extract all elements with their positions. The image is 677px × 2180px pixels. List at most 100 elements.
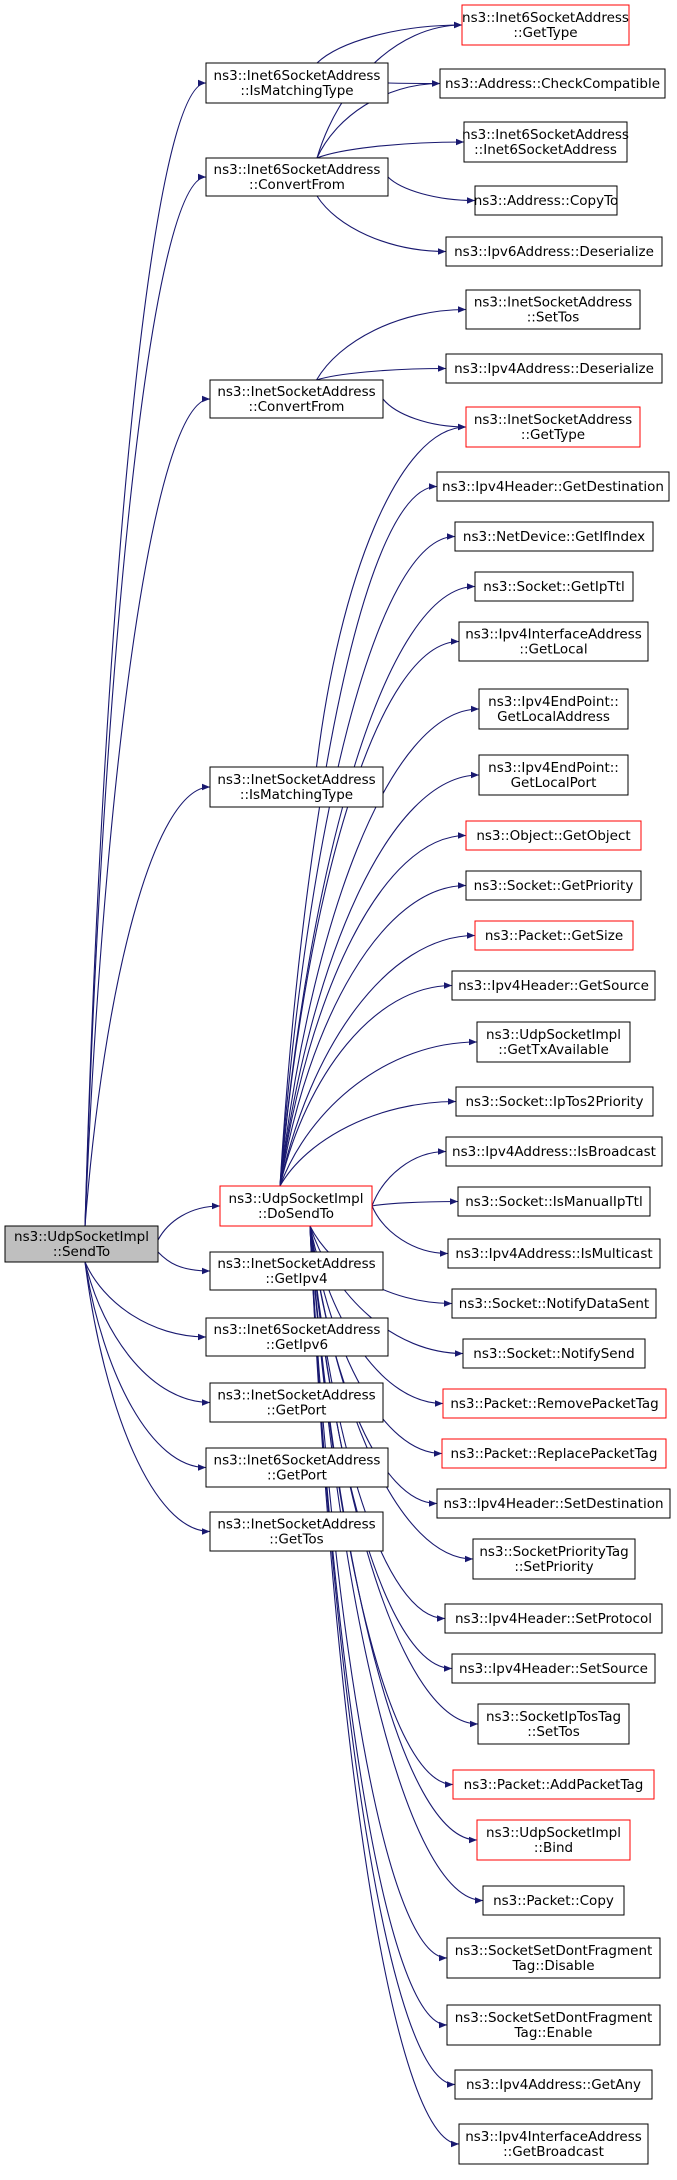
node-label-line: ns3::Inet6SocketAddress xyxy=(214,1453,381,1469)
node-label-line: ns3::Inet6SocketAddress xyxy=(462,10,629,26)
edge-send-to-to-i4-get-ipv4 xyxy=(157,1251,211,1275)
node-box xyxy=(478,754,629,796)
node-i6-conv: ns3::Inet6SocketAddress::ConvertFrom xyxy=(205,157,389,197)
node-if-addr-get-local: ns3::Ipv4InterfaceAddress::GetLocal xyxy=(458,621,649,662)
node-label-line: ns3::Address::CheckCompatible xyxy=(445,76,660,92)
node-label-line: ns3::Socket::GetIpTtl xyxy=(483,579,624,595)
edge-send-to-to-i6-match-t xyxy=(84,79,207,1227)
node-label-line: ns3::SocketIpTosTag xyxy=(486,1709,621,1725)
node-label-line: ns3::Socket::NotifySend xyxy=(473,1346,634,1362)
node-box xyxy=(446,2004,661,2046)
edge-do-send-to-to-ep-get-local-port xyxy=(279,771,480,1187)
edge-i6-conv-to-addr-check xyxy=(316,80,441,159)
node-label-line: ns3::UdpSocketImpl xyxy=(486,1027,621,1043)
edge-send-to-to-i6-get-port xyxy=(84,1261,207,1471)
node-label-line: Tag::Enable xyxy=(514,2025,593,2041)
node-label-line: ns3::UdpSocketImpl xyxy=(486,1825,621,1841)
node-box xyxy=(454,521,654,552)
node-box xyxy=(462,1338,646,1369)
node-box xyxy=(205,1317,389,1357)
edge-send-to-to-i6-conv xyxy=(84,173,207,1227)
node-pkt-replace-tag[interactable]: ns3::Packet::ReplacePacketTag xyxy=(441,1438,667,1469)
node-pkt-get-size[interactable]: ns3::Packet::GetSize xyxy=(474,920,634,951)
edge-do-send-to-to-addr-is-bcast xyxy=(371,1148,447,1207)
node-hdr-set-dest: ns3::Ipv4Header::SetDestination xyxy=(436,1488,671,1519)
node-label-line: ns3::Packet::ReplacePacketTag xyxy=(451,1446,658,1462)
node-label-line: ns3::Packet::GetSize xyxy=(485,928,623,944)
edge-do-send-to-to-pkt-get-size xyxy=(279,932,476,1187)
node-box xyxy=(446,1937,661,1979)
node-box xyxy=(476,1021,631,1063)
node-label-line: GetLocalPort xyxy=(511,775,597,791)
node-label-line: ::SendTo xyxy=(53,1244,110,1260)
node-label-line: ::GetType xyxy=(521,427,585,443)
node-box xyxy=(474,920,634,951)
node-box xyxy=(458,621,649,662)
node-label-line: Tag::Disable xyxy=(511,1958,594,1974)
edge-i6-match-t-to-i6-get-type xyxy=(316,21,463,64)
node-box xyxy=(474,571,634,602)
node-addr-copy-to: ns3::Address::CopyTo xyxy=(474,185,618,216)
node-i6-get-type[interactable]: ns3::Inet6SocketAddress::GetType xyxy=(461,4,630,46)
node-label-line: ns3::InetSocketAddress xyxy=(474,412,632,428)
node-udp-get-tx-avail: ns3::UdpSocketImpl::GetTxAvailable xyxy=(476,1021,631,1063)
edge-send-to-to-i4-conv xyxy=(84,395,211,1227)
node-i4-get-ipv4: ns3::InetSocketAddress::GetIpv4 xyxy=(209,1251,384,1291)
node-addr-get-any: ns3::Ipv4Address::GetAny xyxy=(454,2069,653,2100)
edge-do-send-to-to-sock-ip-tos2-prio xyxy=(279,1098,457,1187)
edge-send-to-to-i4-match-t xyxy=(84,783,211,1227)
node-i4-conv: ns3::InetSocketAddress::ConvertFrom xyxy=(209,379,384,419)
node-label-line: ::GetPort xyxy=(267,1468,327,1484)
node-label-line: ns3::InetSocketAddress xyxy=(217,1388,375,1404)
node-label-line: ::DoSendTo xyxy=(258,1206,334,1222)
node-label-line: ::SetPriority xyxy=(514,1559,593,1575)
node-label-line: ns3::Inet6SocketAddress xyxy=(462,127,629,143)
node-tos-tag-set: ns3::SocketIpTosTag::SetTos xyxy=(477,1703,630,1745)
node-box xyxy=(439,68,666,99)
edge-send-to-to-i4-get-tos xyxy=(84,1261,211,1535)
node-i4-get-type[interactable]: ns3::InetSocketAddress::GetType xyxy=(465,406,641,448)
node-box xyxy=(455,1086,654,1117)
edge-do-send-to-to-addr-is-mcast xyxy=(371,1205,449,1257)
node-sock-get-prio: ns3::Socket::GetPriority xyxy=(465,870,642,901)
edge-do-send-to-to-if-addr-get-bcast xyxy=(309,1225,460,2148)
node-label-line: ::Bind xyxy=(534,1840,573,1856)
node-do-send-to[interactable]: ns3::UdpSocketImpl::DoSendTo xyxy=(219,1185,373,1227)
edge-do-send-to-to-sock-get-prio xyxy=(279,882,467,1187)
node-label-line: GetLocalAddress xyxy=(497,709,610,725)
node-box xyxy=(474,185,618,216)
node-box xyxy=(478,688,629,730)
node-label-line: ns3::Inet6SocketAddress xyxy=(214,162,381,178)
node-box xyxy=(461,4,630,46)
node-udp-bind[interactable]: ns3::UdpSocketImpl::Bind xyxy=(476,1819,631,1861)
node-label-line: ns3::Socket::IsManualIpTtl xyxy=(465,1194,642,1210)
node-label-line: ns3::InetSocketAddress xyxy=(217,384,375,400)
node-addr-is-bcast: ns3::Ipv4Address::IsBroadcast xyxy=(445,1136,663,1167)
node-box xyxy=(458,2123,649,2165)
node-obj-get-object[interactable]: ns3::Object::GetObject xyxy=(465,820,642,851)
node-hdr-set-src: ns3::Ipv4Header::SetSource xyxy=(451,1653,656,1684)
node-hdr-set-proto: ns3::Ipv4Header::SetProtocol xyxy=(444,1603,663,1634)
node-label-line: ns3::Packet::AddPacketTag xyxy=(464,1777,644,1793)
node-addr-is-mcast: ns3::Ipv4Address::IsMulticast xyxy=(447,1238,661,1269)
node-box xyxy=(205,1447,389,1488)
node-sock-is-man-ttl: ns3::Socket::IsManualIpTtl xyxy=(457,1186,651,1217)
node-box xyxy=(209,1511,384,1552)
node-pkt-copy: ns3::Packet::Copy xyxy=(482,1885,625,1916)
node-box xyxy=(476,1819,631,1861)
edge-do-send-to-to-udp-get-tx-avail xyxy=(279,1038,478,1187)
node-prio-tag-set: ns3::SocketPriorityTag::SetPriority xyxy=(472,1538,636,1580)
node-box xyxy=(477,1703,630,1745)
node-label-line: ::GetLocal xyxy=(519,642,587,658)
node-label-line: ::GetType xyxy=(513,25,577,41)
node-addr-check: ns3::Address::CheckCompatible xyxy=(439,68,666,99)
node-pkt-remove-tag[interactable]: ns3::Packet::RemovePacketTag xyxy=(442,1388,667,1419)
node-label-line: ::Inet6SocketAddress xyxy=(474,142,617,158)
node-box xyxy=(4,1225,159,1263)
edge-i4-conv-to-ipv4-deser xyxy=(316,365,447,381)
node-box xyxy=(454,2069,653,2100)
node-sock-get-ip-ttl: ns3::Socket::GetIpTtl xyxy=(474,571,634,602)
node-label-line: ns3::Object::GetObject xyxy=(476,828,630,844)
edge-i4-conv-to-i4-set-tos xyxy=(316,306,467,381)
node-pkt-add-tag[interactable]: ns3::Packet::AddPacketTag xyxy=(452,1769,655,1800)
